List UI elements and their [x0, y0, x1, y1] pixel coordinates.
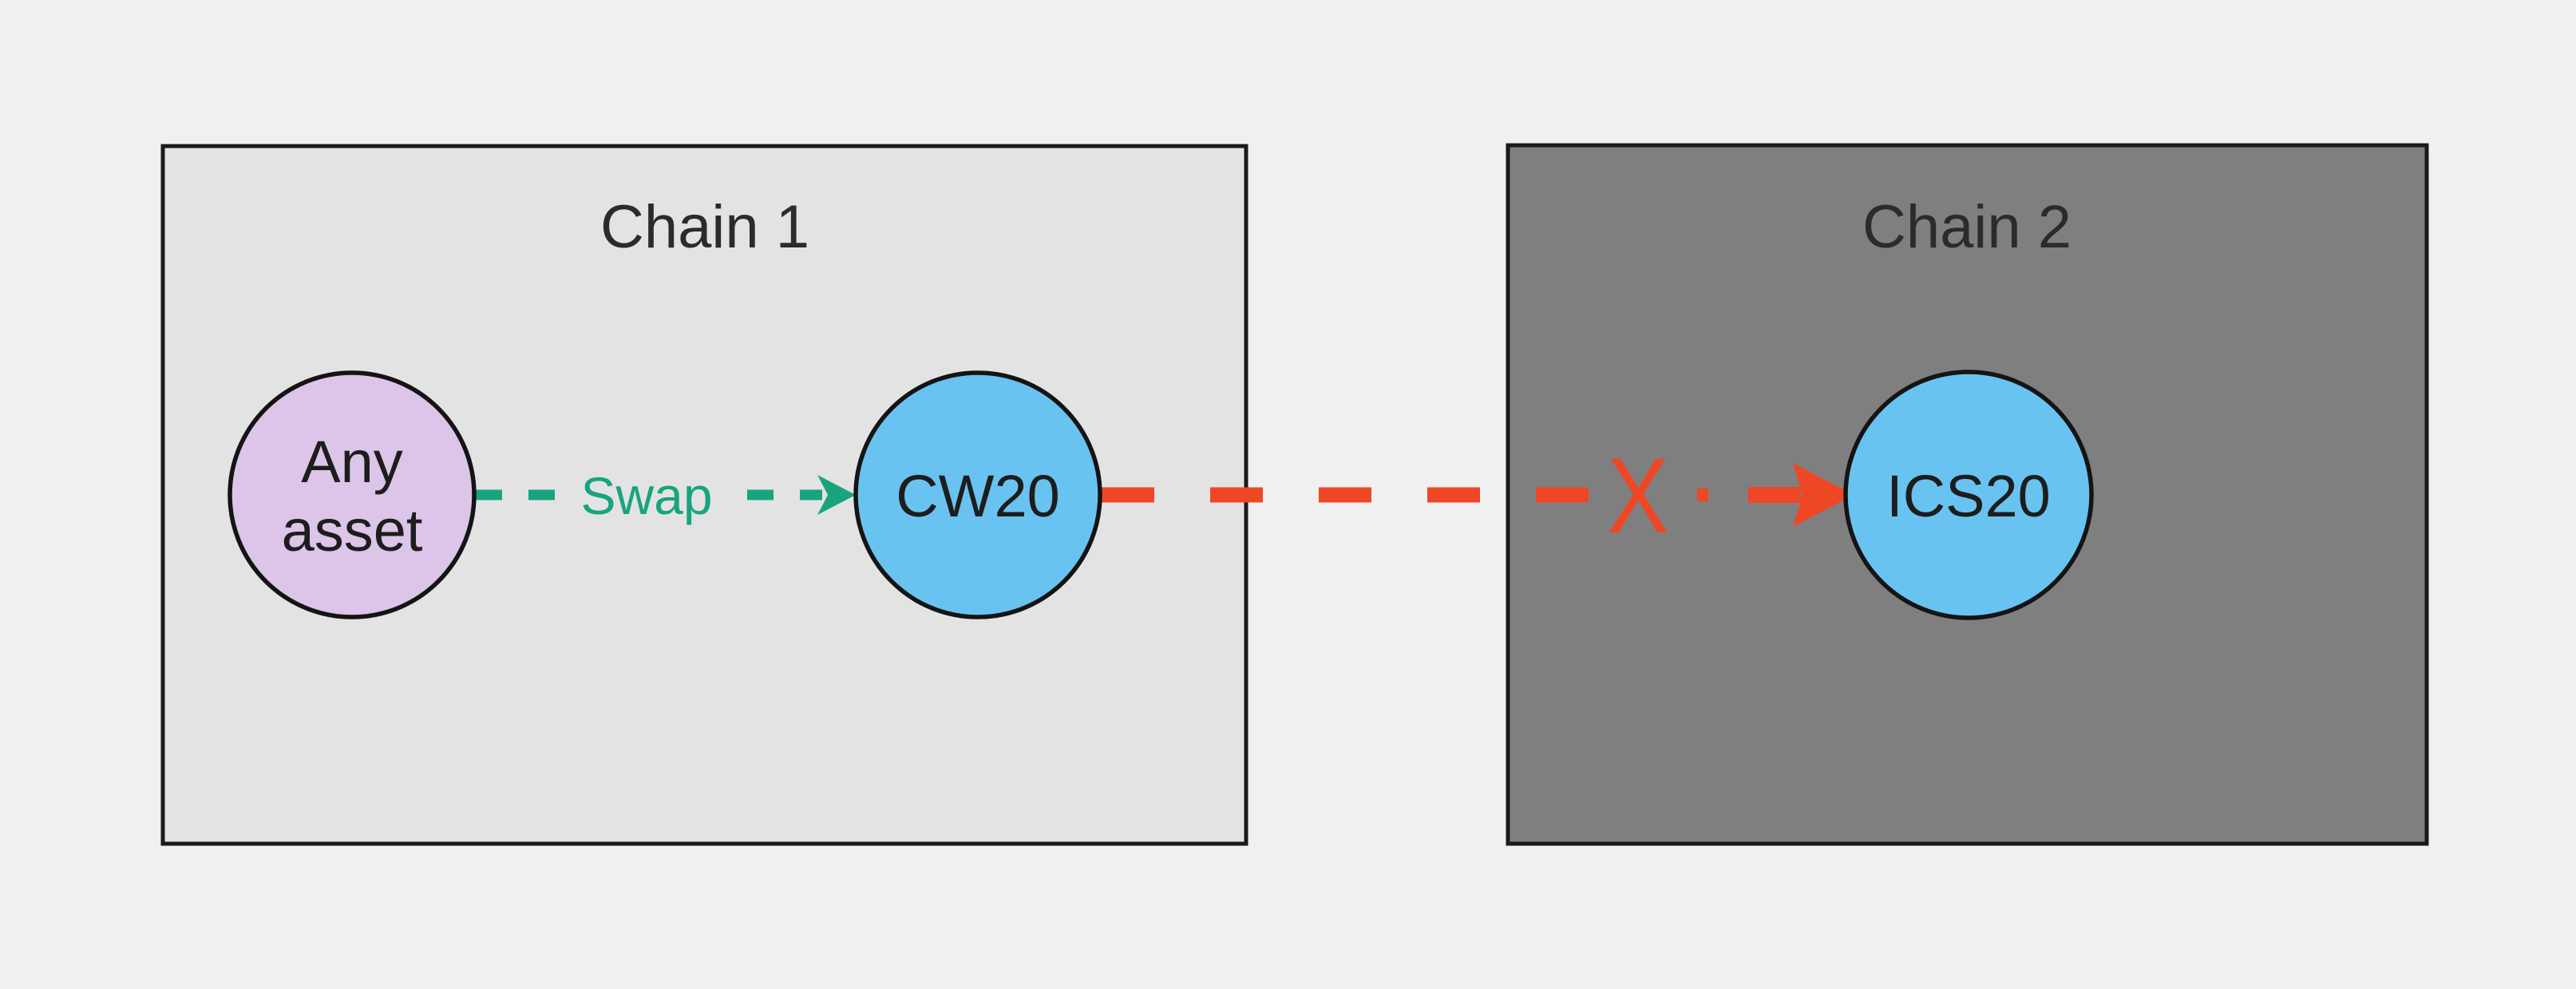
chain1-title: Chain 1 [600, 193, 809, 261]
transfer-arrow-shaft [1748, 487, 1801, 503]
swap-label: Swap [580, 466, 712, 525]
chain2-title: Chain 2 [1862, 193, 2071, 261]
cw20-label: CW20 [896, 463, 1060, 529]
transfer-dash-fragment [1697, 489, 1708, 501]
cw20-node [853, 370, 1102, 619]
swap-arrowhead-icon [817, 475, 856, 515]
any-asset-label-line2: asset [282, 497, 423, 564]
ics20-label: ICS20 [1886, 463, 2051, 529]
blocked-x-icon: X [1607, 437, 1669, 556]
any-asset-label-line1: Any [301, 429, 403, 495]
transfer-arrowhead-icon [1793, 463, 1854, 527]
any-asset-node [228, 370, 477, 619]
ics20-node [1843, 370, 2094, 620]
